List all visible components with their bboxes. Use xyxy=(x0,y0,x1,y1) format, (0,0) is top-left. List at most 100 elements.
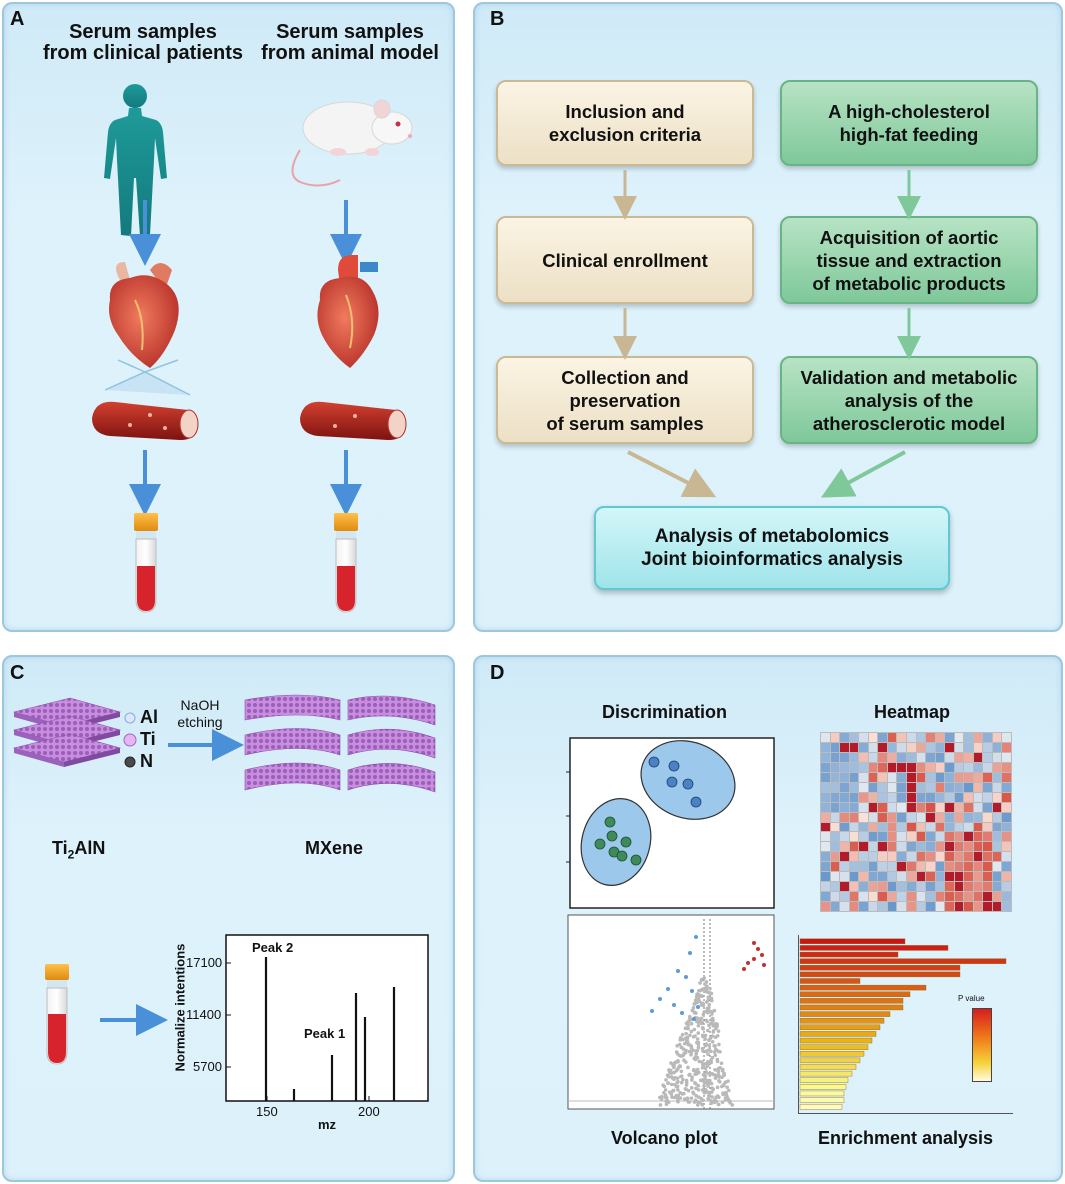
volcano-point xyxy=(689,1029,694,1034)
heatmap-cell xyxy=(954,772,964,782)
heatmap-cell xyxy=(821,842,830,852)
volcano-point xyxy=(664,1078,668,1082)
heatmap-cell xyxy=(983,752,992,762)
ti2aln-layers-icon xyxy=(12,697,122,767)
heatmap-cell xyxy=(916,812,926,822)
heatmap-cell xyxy=(992,842,1002,852)
heatmap-cell xyxy=(878,822,887,832)
volcano-point xyxy=(667,1090,672,1094)
volcano-point xyxy=(704,987,709,991)
heatmap-cell xyxy=(830,842,840,852)
heatmap-cell xyxy=(1002,852,1011,862)
heatmap-cell xyxy=(887,882,897,892)
panel-c-label: C xyxy=(10,662,25,684)
spectrum-chart xyxy=(225,934,429,1102)
group-b-point-5 xyxy=(690,796,702,808)
heatmap-cell xyxy=(954,752,964,762)
heatmap-cell xyxy=(830,872,840,882)
heatmap-cell xyxy=(897,842,906,852)
box-clinical-enrollment: Clinical enrollment xyxy=(496,216,754,304)
heatmap-cell xyxy=(945,842,954,852)
title-discrimination: Discrimination xyxy=(602,702,728,722)
heatmap-cell xyxy=(954,872,964,882)
heatmap-cell xyxy=(926,822,935,832)
heatmap-cell xyxy=(916,742,926,752)
heatmap-cell xyxy=(868,733,878,742)
panel-a-illustration xyxy=(92,84,413,613)
heatmap-cell xyxy=(916,842,926,852)
heatmap-cell xyxy=(992,772,1002,782)
heatmap-cell xyxy=(983,882,992,892)
heatmap-cell xyxy=(916,792,926,802)
enrichment-bar xyxy=(799,965,961,971)
heatmap-cell xyxy=(935,842,945,852)
volcano-point xyxy=(704,1042,709,1046)
heatmap-cell xyxy=(926,742,935,752)
volcano-point xyxy=(689,1021,694,1026)
volcano-point xyxy=(701,1027,706,1031)
xtick-label-200: 200 xyxy=(358,1104,380,1119)
heatmap-cell xyxy=(954,852,964,862)
heatmap-cell xyxy=(926,782,935,792)
heatmap-cell xyxy=(973,792,983,802)
volcano-point xyxy=(683,1050,688,1055)
enrichment-bar xyxy=(799,1024,881,1031)
heatmap-cell xyxy=(830,742,840,752)
heatmap-cell xyxy=(926,733,935,742)
volcano-point xyxy=(687,1049,692,1054)
up-point xyxy=(756,947,760,951)
enrichment-bar xyxy=(799,1037,873,1044)
volcano-point xyxy=(727,1099,732,1103)
heatmap-cell xyxy=(964,902,973,911)
heatmap-cell xyxy=(906,782,916,792)
volcano-point xyxy=(707,1023,711,1028)
heatmap-cell xyxy=(849,792,859,802)
heatmap-cell xyxy=(821,772,830,782)
heatmap-cell xyxy=(964,832,973,842)
peak-2-label: Peak 2 xyxy=(252,940,294,955)
heatmap-cell xyxy=(935,872,945,882)
volcano-point xyxy=(710,1095,714,1099)
heatmap-cell xyxy=(868,882,878,892)
volcano-point xyxy=(692,1027,697,1032)
heatmap-cell xyxy=(859,792,868,802)
heatmap-cell xyxy=(964,812,973,822)
volcano-point xyxy=(710,1086,714,1090)
heatmap-cell xyxy=(1002,842,1011,852)
heatmap-cell xyxy=(964,892,973,902)
heatmap-cell xyxy=(916,872,926,882)
heatmap-cell xyxy=(887,872,897,882)
group-a-point-4 xyxy=(620,836,632,848)
heatmap-cell xyxy=(945,762,954,772)
heatmap-cell xyxy=(992,892,1002,902)
heatmap xyxy=(820,732,1012,912)
heatmap-cell xyxy=(906,742,916,752)
volcano-point xyxy=(710,1090,714,1094)
down-point xyxy=(650,1009,654,1013)
enrichment-bar xyxy=(799,984,927,991)
heatmap-cell xyxy=(840,752,849,762)
legend-ti: Ti xyxy=(140,729,156,749)
heatmap-cell xyxy=(897,872,906,882)
heatmap-cell xyxy=(935,782,945,792)
up-point xyxy=(762,963,766,967)
volcano-point xyxy=(689,1086,694,1090)
heatmap-cell xyxy=(878,782,887,792)
volcano-point xyxy=(668,1068,673,1073)
heatmap-cell xyxy=(954,862,964,872)
volcano-point xyxy=(696,1045,701,1050)
volcano-point xyxy=(695,1067,700,1072)
heatmap-cell xyxy=(926,892,935,902)
volcano-point xyxy=(683,1036,688,1040)
heatmap-cell xyxy=(916,802,926,812)
up-point xyxy=(746,961,750,965)
heatmap-cell xyxy=(945,872,954,882)
heatmap-cell xyxy=(830,772,840,782)
legend-al: Al xyxy=(140,707,158,727)
volcano-point xyxy=(716,1029,721,1033)
enrichment-bar xyxy=(799,1044,869,1050)
heatmap-cell xyxy=(821,902,830,911)
heatmap-cell xyxy=(954,832,964,842)
heatmap-cell xyxy=(868,892,878,902)
heatmap-cell xyxy=(849,832,859,842)
